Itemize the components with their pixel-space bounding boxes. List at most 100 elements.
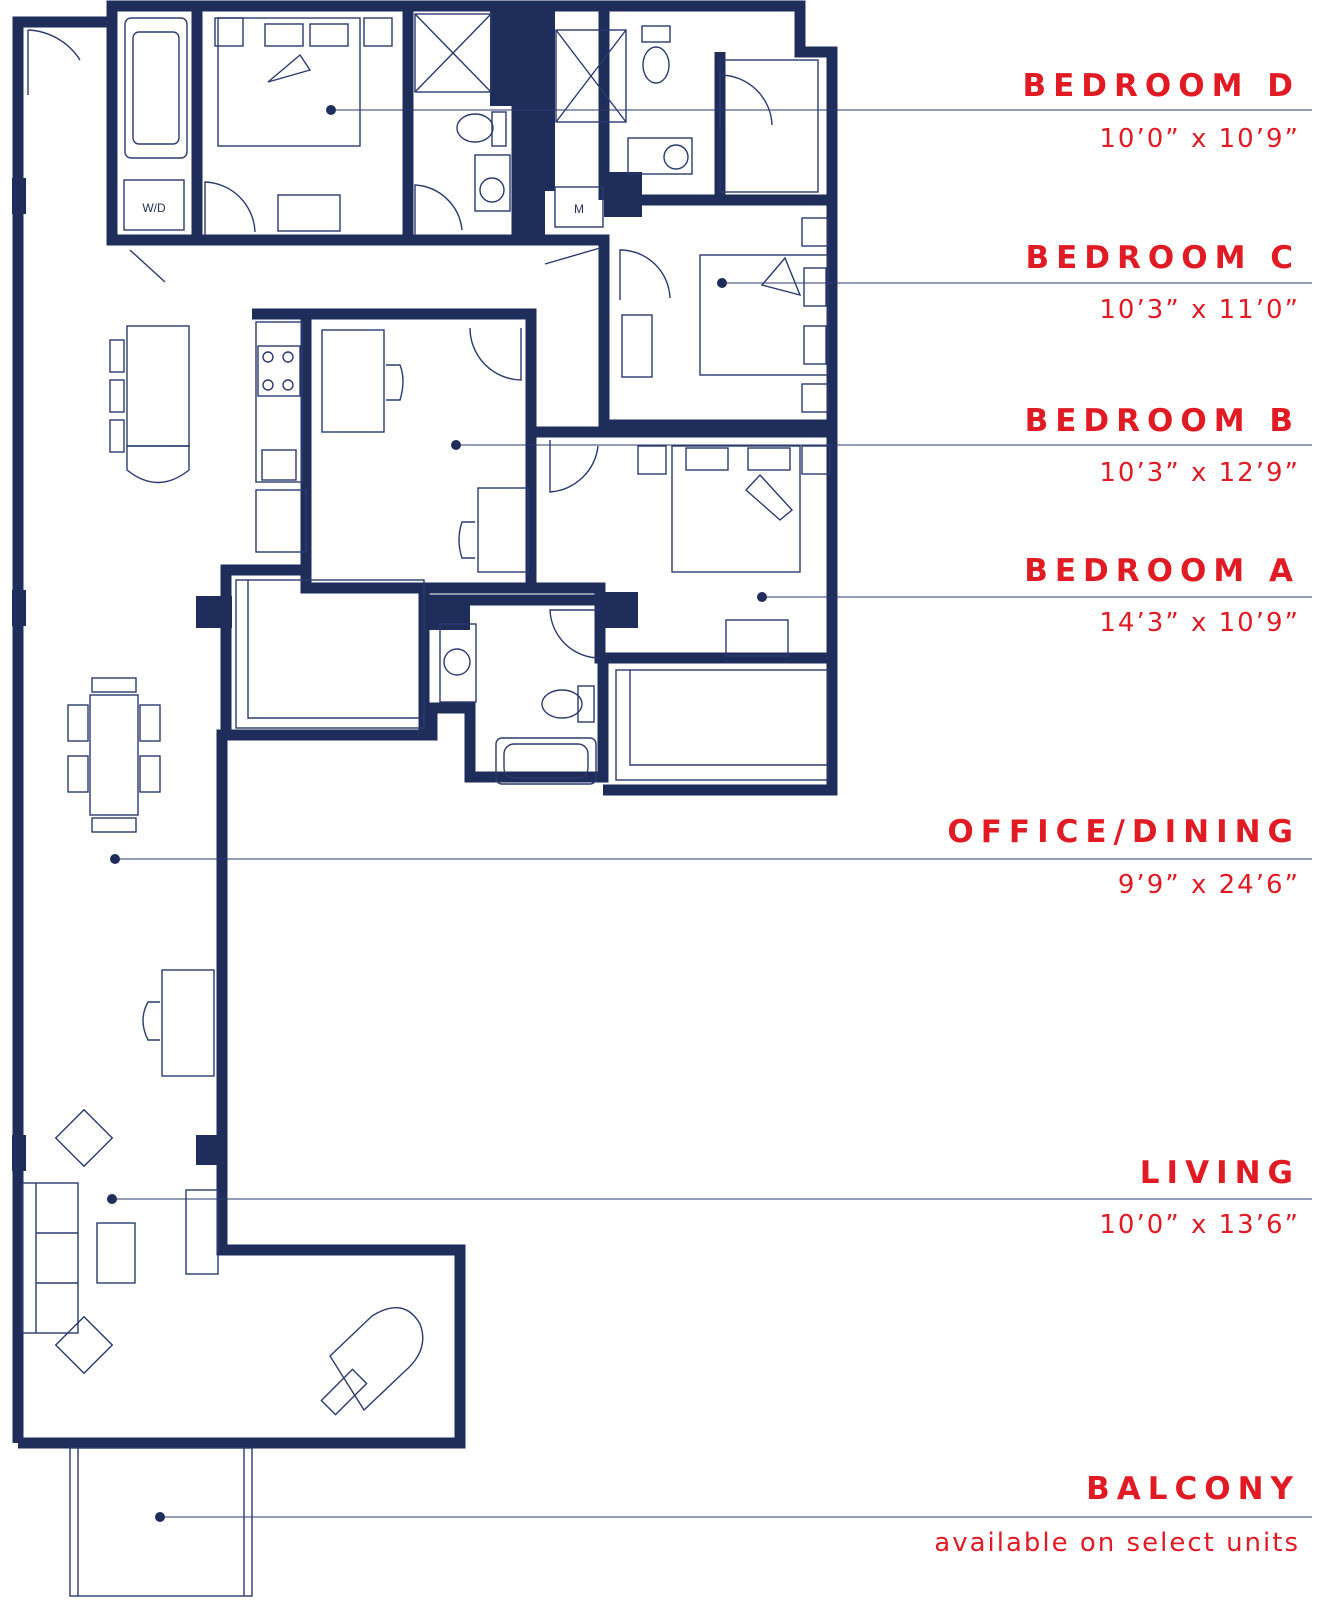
vanity — [474, 154, 511, 212]
toilet-bowl — [456, 113, 494, 143]
toilet-tank — [577, 685, 595, 723]
room-name: BEDROOM D — [1022, 68, 1300, 104]
bathtub-inner — [503, 743, 589, 779]
nightstand — [801, 383, 829, 413]
pillow — [264, 23, 304, 47]
sink — [663, 144, 689, 170]
column — [424, 600, 470, 630]
pillow — [803, 267, 827, 307]
pillow — [309, 23, 349, 47]
room-marker — [107, 1194, 117, 1204]
counter — [255, 321, 303, 483]
room-name: BEDROOM A — [1024, 553, 1300, 589]
dining-table — [89, 694, 139, 816]
chair — [142, 1001, 160, 1041]
media-console — [185, 1189, 219, 1275]
room-name: BEDROOM B — [1024, 403, 1300, 439]
burner — [282, 379, 294, 391]
laundry-box — [123, 179, 185, 231]
column — [12, 590, 26, 626]
columns — [12, 6, 642, 1171]
vanity — [627, 137, 693, 175]
toilet-bowl — [541, 689, 583, 719]
closet-wall — [220, 564, 306, 735]
island-end — [126, 445, 190, 484]
room-name: BEDROOM C — [1025, 240, 1300, 276]
upper-right-wall — [517, 0, 838, 796]
closet-wall-2 — [306, 582, 430, 735]
dresser — [277, 194, 341, 232]
laundry-label: W/D — [142, 201, 166, 215]
closet-shelf — [629, 670, 828, 766]
entry-door — [27, 29, 81, 95]
shower — [414, 13, 492, 93]
column — [12, 1135, 26, 1171]
room-dimensions: 14’3” x 10’9” — [1099, 608, 1300, 638]
bedroom-a-inner-wall — [525, 432, 832, 664]
closet — [719, 59, 819, 193]
room-marker — [717, 278, 727, 288]
nightstand — [363, 17, 393, 47]
lounge-chair — [54, 1108, 114, 1168]
column — [196, 1135, 226, 1165]
blanket-fold — [760, 256, 802, 297]
nightstand — [214, 17, 244, 47]
bed-c — [699, 254, 829, 376]
pillow — [803, 325, 827, 365]
leader-lines — [112, 109, 1312, 1518]
chair — [386, 364, 404, 401]
sink — [479, 177, 505, 203]
room-dimensions: 10’0” x 10’9” — [1099, 124, 1300, 154]
bathtub-inner — [132, 31, 180, 145]
room-marker — [110, 854, 120, 864]
burner — [262, 351, 274, 363]
pillow — [685, 447, 729, 471]
exterior-wall-lower — [18, 660, 609, 1449]
column — [545, 6, 555, 191]
bathtub — [495, 737, 597, 785]
shower — [555, 29, 627, 123]
column — [490, 6, 548, 106]
entry-door-2 — [129, 249, 166, 283]
door-swing — [544, 247, 601, 265]
desk — [477, 487, 529, 573]
column — [196, 596, 232, 628]
mechanical-label: M — [574, 202, 584, 216]
door-swing — [414, 184, 463, 235]
island — [126, 325, 190, 447]
column — [517, 100, 545, 240]
column — [600, 592, 638, 628]
desk — [321, 329, 385, 433]
stool — [109, 379, 125, 413]
leader-dots — [107, 105, 767, 1522]
bed-b — [671, 445, 801, 573]
stove — [257, 345, 301, 397]
piano — [329, 1307, 424, 1412]
door-swing — [719, 74, 773, 126]
stool — [109, 339, 125, 373]
room-dimensions: 9’9” x 24’6” — [1117, 870, 1300, 900]
door-swing — [204, 181, 256, 235]
sink — [443, 648, 471, 676]
nightstand — [801, 445, 831, 475]
room-dimensions: 10’3” x 11’0” — [1099, 295, 1300, 325]
door-swing — [469, 327, 522, 381]
bedroom-d-block — [106, 0, 523, 246]
door-swing — [619, 249, 671, 300]
room-marker — [155, 1512, 165, 1522]
nightstand — [801, 217, 829, 247]
chair — [139, 704, 161, 742]
closet — [615, 669, 829, 781]
dresser — [621, 314, 653, 378]
room-marker — [326, 105, 336, 115]
pillow — [747, 447, 791, 471]
bathtub — [124, 17, 188, 159]
door-swing — [549, 609, 601, 659]
chair — [91, 817, 137, 833]
toilet-tank — [491, 111, 507, 147]
room-name: BALCONY — [1086, 1471, 1300, 1507]
room-dimensions: 10’3” x 12’9” — [1099, 458, 1300, 488]
desk — [161, 969, 215, 1077]
toilet-bowl — [642, 46, 670, 84]
office-room-walls — [300, 308, 537, 594]
